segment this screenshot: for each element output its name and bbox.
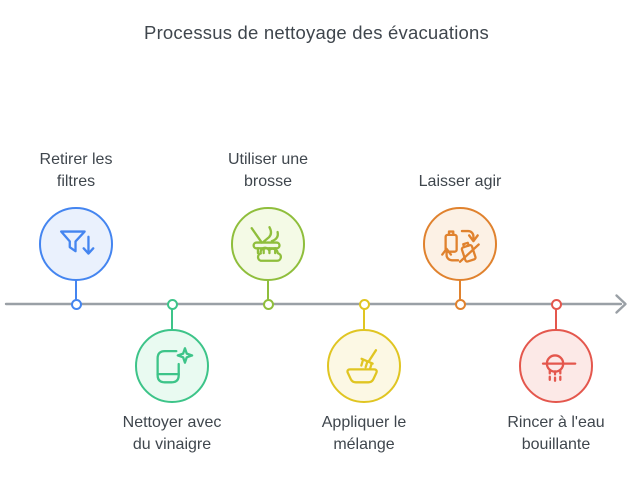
step-label-line: Laisser agir	[418, 173, 502, 190]
step-axis-dot	[70, 298, 82, 310]
step-label-line: mélange	[333, 436, 395, 453]
page-title: Processus de nettoyage des évacuations	[144, 22, 489, 43]
battery-cycle-icon	[441, 229, 480, 263]
step-axis-dot	[454, 298, 466, 310]
step-circle-nettoyer-avec-du-vinaigre	[135, 329, 209, 403]
step-axis-dot	[358, 298, 370, 310]
step-label-line: Utiliser une	[227, 151, 309, 168]
step-label-line: du vinaigre	[132, 436, 212, 453]
step-label-laisser-agir: Laisser agir	[375, 171, 545, 193]
scrub-brush-icon	[250, 226, 282, 262]
step-circle-rincer-a-l-eau-bouillante	[519, 329, 593, 403]
step-label-line: Nettoyer avec	[122, 414, 222, 431]
step-connector-stem	[458, 279, 462, 300]
step-connector-stem	[362, 308, 366, 331]
wipe-sparkle-icon	[156, 347, 194, 384]
arrow-right-icon	[615, 294, 627, 314]
step-axis-dot	[166, 298, 178, 310]
step-label-line: Appliquer le	[321, 414, 407, 431]
step-circle-laisser-agir	[423, 207, 497, 281]
step-label-utiliser-une-brosse: Utiliser une brosse	[183, 149, 353, 193]
step-label-line: bouillante	[521, 436, 591, 453]
step-connector-stem	[170, 308, 174, 331]
step-circle-utiliser-une-brosse	[231, 207, 305, 281]
step-label-line: filtres	[56, 173, 96, 190]
step-label-line: Retirer les	[39, 151, 113, 168]
step-label-appliquer-le-melange: Appliquer le mélange	[279, 412, 449, 456]
step-label-retirer-les-filtres: Retirer les filtres	[0, 149, 161, 193]
step-label-nettoyer-avec-du-vinaigre: Nettoyer avec du vinaigre	[87, 412, 257, 456]
ladle-water-icon	[541, 354, 577, 382]
step-axis-dot	[262, 298, 274, 310]
basin-fork-icon	[346, 349, 378, 384]
step-label-line: Rincer à l'eau	[507, 414, 605, 431]
step-label-line: brosse	[243, 173, 293, 190]
step-connector-stem	[74, 279, 78, 300]
step-circle-appliquer-le-melange	[327, 329, 401, 403]
funnel-down-icon	[59, 230, 95, 255]
step-label-rincer-a-l-eau-bouillante: Rincer à l'eau bouillante	[471, 412, 633, 456]
step-axis-dot	[550, 298, 562, 310]
step-connector-stem	[266, 279, 270, 300]
step-connector-stem	[554, 308, 558, 331]
step-circle-retirer-les-filtres	[39, 207, 113, 281]
